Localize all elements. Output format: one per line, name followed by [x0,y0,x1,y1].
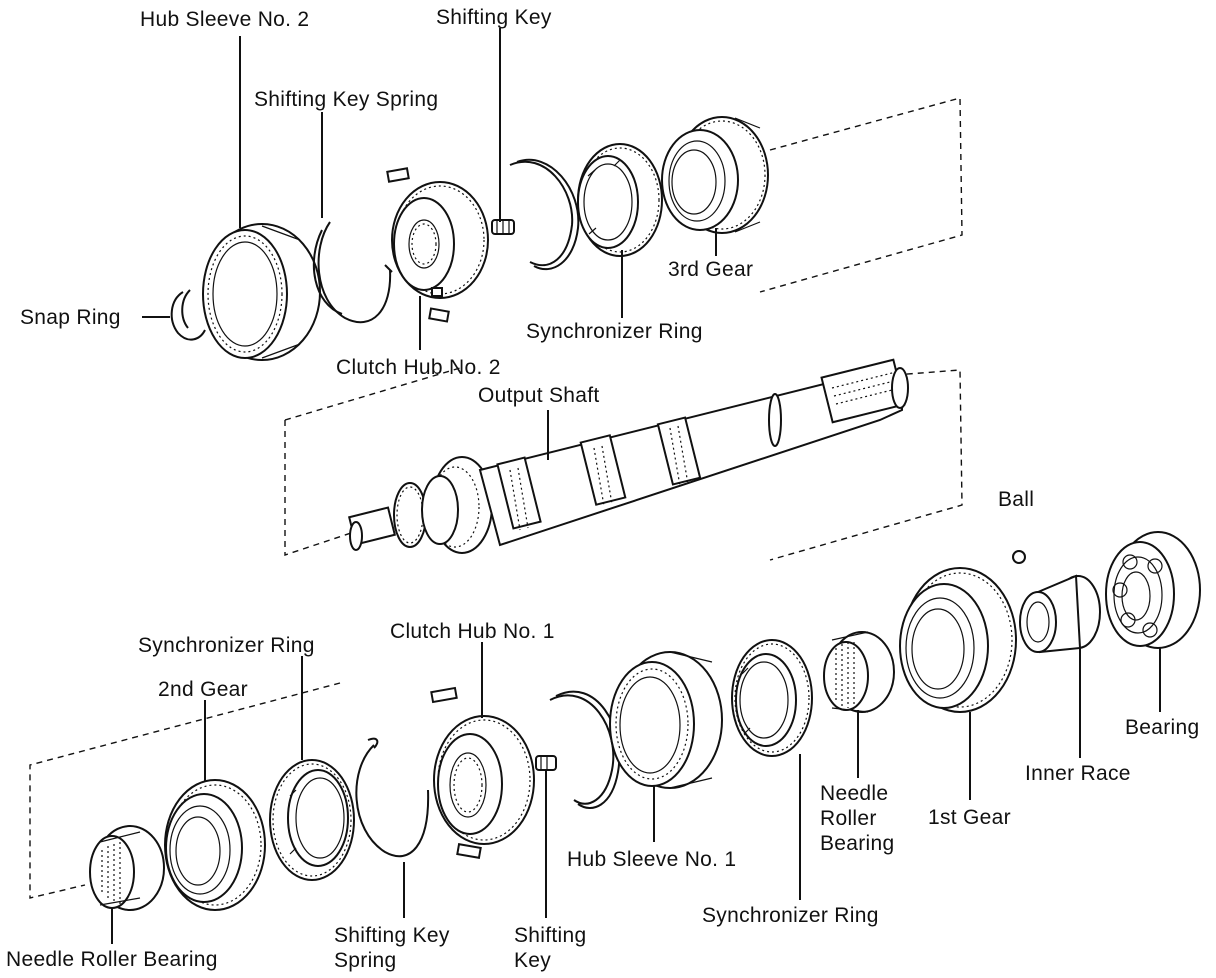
second-gear-part [164,779,266,911]
label-needle-roller-bearing-left: Needle Roller Bearing [6,948,218,971]
bearing-part [1105,531,1201,649]
needle-roller-bearing-right-part [823,631,895,713]
label-first-gear: 1st Gear [928,806,1011,829]
labels: Hub Sleeve No. 2 Shifting Key Shifting K… [6,6,1199,972]
snap-ring-top [170,289,206,341]
label-shifting-key-spring-top: Shifting Key Spring [254,88,438,111]
label-second-gear: 2nd Gear [158,678,248,701]
first-gear-part [899,567,1017,713]
bottom-dashed-outline [29,682,341,899]
label-synchronizer-ring-left: Synchronizer Ring [138,634,315,657]
label-needle-roller-bearing-right-2: Roller [820,807,877,830]
label-third-gear: 3rd Gear [668,258,753,281]
shaft-dashed-outline [284,420,361,556]
clutch-hub-1-part [430,686,535,859]
leader-lines [111,28,1161,944]
hub-sleeve-1-part [609,651,723,789]
label-hub-sleeve-1: Hub Sleeve No. 1 [567,848,736,871]
needle-roller-bearing-left-part [89,825,165,911]
label-shifting-key-spring-bottom-2: Spring [334,949,397,972]
label-needle-roller-bearing-right-3: Bearing [820,832,894,855]
label-shifting-key-top: Shifting Key [436,6,552,29]
label-synchronizer-ring-right: Synchronizer Ring [702,904,879,927]
shifting-key-bottom-part [535,755,557,771]
synchronizer-ring-left-part [269,759,355,881]
synchronizer-ring-right-part [731,639,813,757]
label-shifting-key-spring-bottom-1: Shifting Key [334,924,450,947]
label-hub-sleeve-2: Hub Sleeve No. 2 [140,8,309,31]
shifting-key-top-part [491,219,515,235]
snap-ring-right-top [509,159,580,271]
top-assembly [170,97,963,361]
clutch-hub-2-part [386,167,489,323]
shifting-key-spring-top-part [312,221,393,324]
bottom-assembly [29,531,1201,911]
synchronizer-ring-top-part [577,143,663,257]
snap-ring-bottom [549,690,621,809]
label-clutch-hub-2: Clutch Hub No. 2 [336,356,501,379]
output-shaft-part [347,358,909,554]
shifting-key-spring-bottom-part [355,737,430,858]
label-synchronizer-ring-top: Synchronizer Ring [526,320,703,343]
inner-race-part [1019,574,1101,654]
ball-part [1012,550,1026,564]
third-gear-part [661,116,769,234]
label-snap-ring: Snap Ring [20,306,121,329]
label-ball: Ball [998,488,1034,511]
label-shifting-key-bottom-2: Key [514,949,551,972]
top-dashed-outline [759,97,963,293]
label-inner-race: Inner Race [1025,762,1131,785]
label-output-shaft: Output Shaft [478,384,600,407]
label-shifting-key-bottom-1: Shifting [514,924,586,947]
hub-sleeve-2-part [202,223,321,361]
label-needle-roller-bearing-right-1: Needle [820,782,888,805]
label-clutch-hub-1: Clutch Hub No. 1 [390,620,555,643]
output-shaft-assembly [284,358,963,561]
label-bearing: Bearing [1125,716,1199,739]
